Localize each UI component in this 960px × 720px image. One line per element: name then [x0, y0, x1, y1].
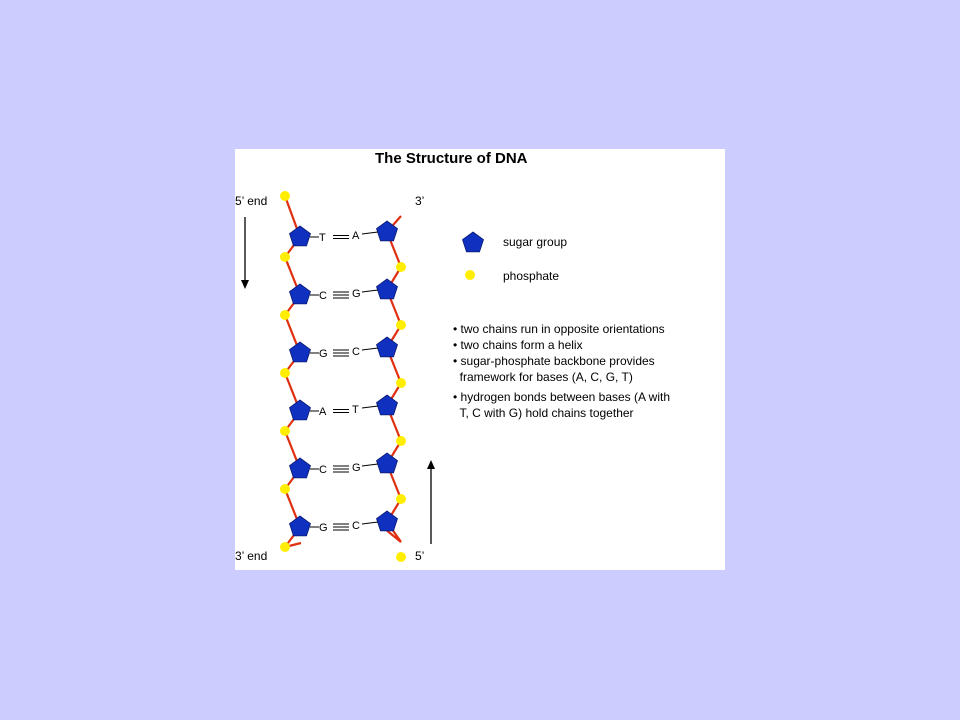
- phosphate-dot: [280, 191, 290, 201]
- sugar-pentagon: [289, 399, 311, 421]
- note-line: • two chains form a helix: [453, 338, 583, 352]
- phosphate-dot: [280, 484, 290, 494]
- base-stem: [361, 289, 379, 293]
- diagram-title: The Structure of DNA: [375, 150, 528, 167]
- notes: • two chains run in opposite orientation…: [453, 322, 670, 420]
- sugar-pentagon: [289, 515, 311, 537]
- phosphate-dot: [280, 542, 290, 552]
- right-base-letter: C: [352, 520, 360, 532]
- right-base-letter: G: [352, 462, 361, 474]
- note-line: • hydrogen bonds between bases (A with: [453, 390, 670, 404]
- left-base-letter: C: [319, 290, 327, 302]
- phosphate-dot: [280, 426, 290, 436]
- legend-sugar-icon: [462, 231, 484, 253]
- sugar-pentagon: [376, 336, 398, 358]
- sugar-pentagon: [376, 452, 398, 474]
- left-strand-3-end-label: 3’ end: [235, 549, 267, 563]
- note-line: T, C with G) hold chains together: [453, 406, 634, 420]
- right-base-letter: C: [352, 346, 360, 358]
- base-stem: [361, 521, 379, 525]
- sugar-pentagon: [289, 283, 311, 305]
- note-line: • two chains run in opposite orientation…: [453, 322, 665, 336]
- right-base-letter: A: [352, 230, 360, 242]
- phosphate-dot: [280, 310, 290, 320]
- sugar-phosphate-backbones: [280, 191, 406, 562]
- left-base-letter: C: [319, 464, 327, 476]
- right-strand-5-end-label: 5’: [415, 549, 424, 563]
- left-base-letter: G: [319, 522, 328, 534]
- phosphate-dot: [280, 252, 290, 262]
- phosphate-dot: [396, 494, 406, 504]
- left-direction-arrow: [241, 217, 249, 289]
- phosphate-dot: [396, 378, 406, 388]
- left-base-letter: T: [319, 232, 326, 244]
- legend-phosphate-icon: [465, 270, 475, 280]
- phosphate-dot: [396, 552, 406, 562]
- left-strand-5-end-label: 5’ end: [235, 194, 267, 208]
- phosphate-dot: [280, 368, 290, 378]
- base-stem: [361, 231, 379, 235]
- legend-sugar-label: sugar group: [503, 235, 567, 249]
- sugar-pentagon: [376, 278, 398, 300]
- phosphate-dot: [396, 262, 406, 272]
- base-stem: [361, 405, 379, 409]
- phosphate-dot: [396, 320, 406, 330]
- sugar-pentagon: [376, 394, 398, 416]
- sugar-pentagon: [376, 510, 398, 532]
- note-line: framework for bases (A, C, G, T): [453, 370, 633, 384]
- base-pairs: T A C G G C A T C G G C: [289, 220, 398, 537]
- legend: sugar group phosphate: [462, 231, 567, 283]
- right-direction-arrow: [427, 460, 435, 544]
- left-base-letter: A: [319, 406, 327, 418]
- note-line: • sugar-phosphate backbone provides: [453, 354, 655, 368]
- base-stem: [361, 463, 379, 467]
- left-base-letter: G: [319, 348, 328, 360]
- base-stem: [361, 347, 379, 351]
- dna-diagram: The Structure of DNA 5’ end 3’ 3’ end 5’…: [235, 150, 670, 563]
- right-base-letter: G: [352, 288, 361, 300]
- sugar-pentagon: [289, 457, 311, 479]
- sugar-pentagon: [289, 341, 311, 363]
- sugar-pentagon: [376, 220, 398, 242]
- legend-phosphate-label: phosphate: [503, 269, 559, 283]
- right-strand-3-end-label: 3’: [415, 194, 424, 208]
- right-base-letter: T: [352, 404, 359, 416]
- sugar-pentagon: [289, 225, 311, 247]
- phosphate-dot: [396, 436, 406, 446]
- dna-structure-figure: The Structure of DNA 5’ end 3’ 3’ end 5’…: [235, 149, 725, 570]
